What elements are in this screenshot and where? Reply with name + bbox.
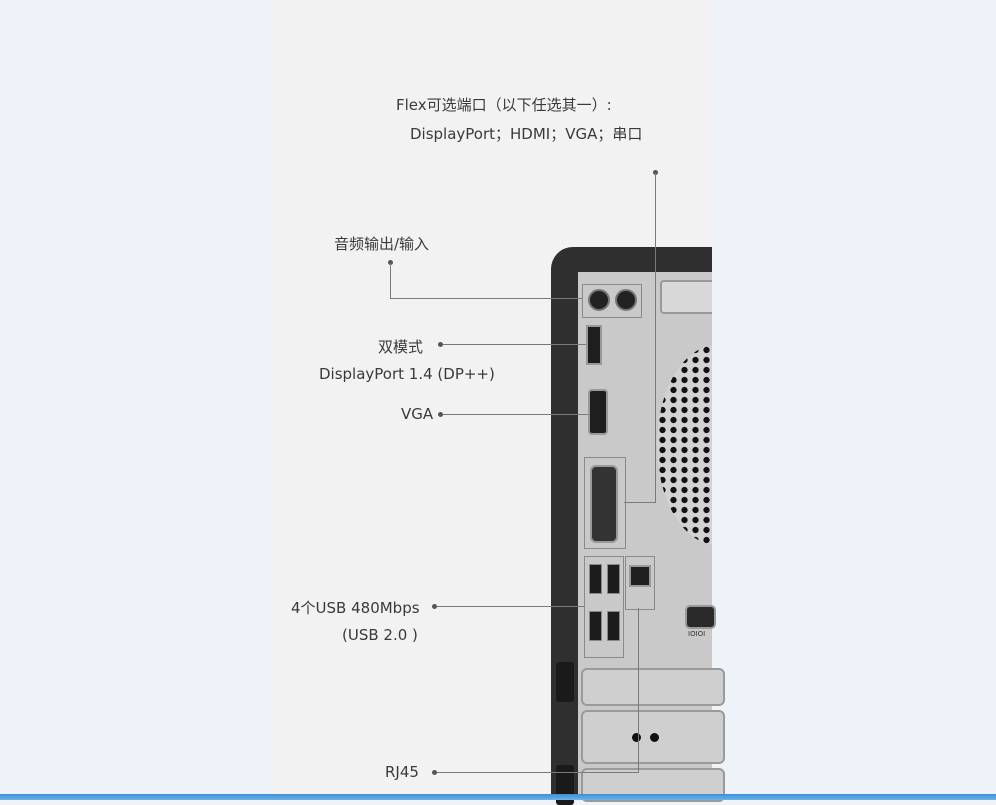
flex-callout-line	[655, 173, 656, 503]
audio-label: 音频输出/输入	[334, 235, 430, 253]
rj45-callout-dot	[432, 770, 437, 775]
usb-port-4	[607, 611, 620, 641]
dp-callout-dot	[438, 342, 443, 347]
audio-callout-line	[390, 298, 582, 299]
audio-callout-dot	[388, 260, 393, 265]
rj45-label: RJ45	[385, 763, 419, 781]
flex-port-module	[584, 457, 626, 549]
serial-port	[685, 605, 716, 629]
usb-version-label: (USB 2.0 )	[342, 626, 418, 644]
usb-port-3	[589, 611, 602, 641]
vga-callout-dot	[438, 412, 443, 417]
dp-callout-line	[443, 344, 586, 345]
vga-port	[588, 389, 608, 435]
flex-ports-options: DisplayPort；HDMI；VGA；串口	[410, 125, 643, 143]
usb-callout-dot	[432, 604, 437, 609]
displayport-port	[586, 325, 602, 365]
serial-port-label: IOIOI	[688, 630, 706, 638]
flex-callout-line	[624, 502, 655, 503]
rj45-port	[629, 565, 651, 587]
taskbar	[0, 794, 996, 800]
rj45-port-group	[625, 556, 655, 610]
rj45-callout-line	[437, 772, 639, 773]
slot-latch	[556, 662, 574, 702]
vga-callout-line	[443, 414, 588, 415]
audio-in-jack	[615, 289, 637, 311]
slot-screw-hole	[650, 733, 659, 742]
audio-callout-line	[390, 263, 391, 299]
expansion-slot-1	[581, 668, 725, 706]
slot-screw-hole	[632, 733, 641, 742]
audio-port-group	[582, 284, 642, 318]
flex-ports-label: Flex可选端口（以下任选其一）:	[396, 96, 612, 114]
usb-callout-line	[437, 606, 584, 607]
displayport-mode-label: 双模式	[378, 338, 424, 356]
displayport-version-label: DisplayPort 1.4 (DP++)	[319, 365, 495, 383]
usb-port-1	[589, 564, 602, 594]
usb-label: 4个USB 480Mbps	[291, 599, 420, 617]
rj45-callout-line	[638, 608, 639, 773]
flex-port-cover	[660, 280, 714, 314]
usb-port-2	[607, 564, 620, 594]
audio-out-jack	[588, 289, 610, 311]
flex-vga-port	[590, 465, 618, 543]
flex-callout-dot	[653, 170, 658, 175]
usb-port-group	[584, 556, 624, 658]
vga-label: VGA	[401, 405, 434, 423]
